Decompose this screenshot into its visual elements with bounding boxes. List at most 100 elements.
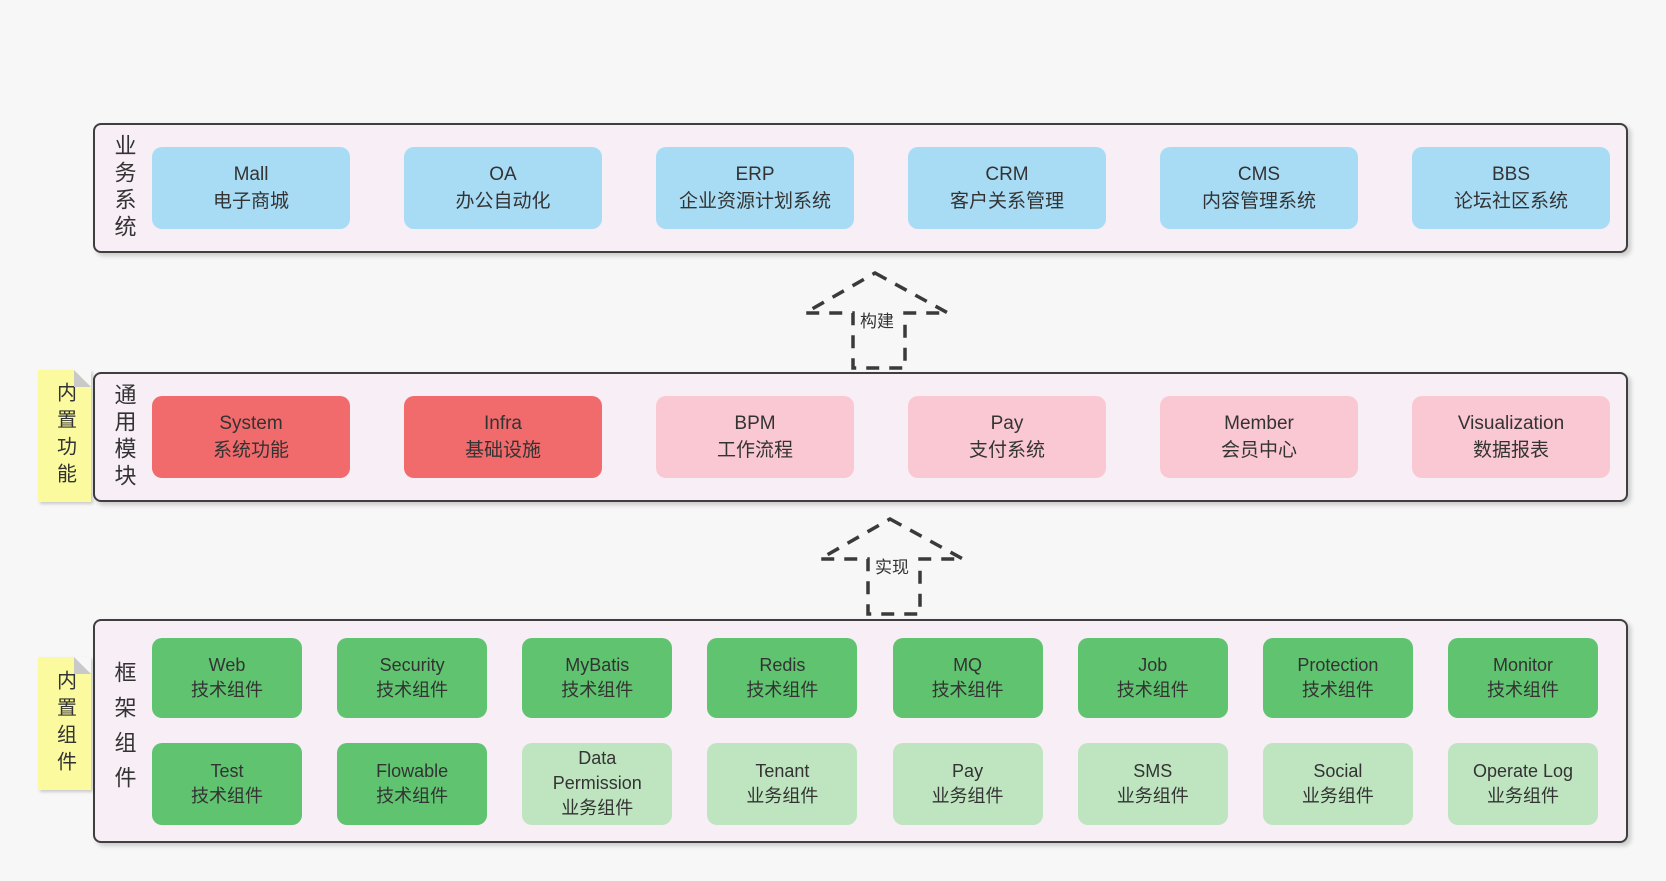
- box-bpm: BPM 工作流程: [656, 396, 854, 478]
- box-subtitle: 技术组件: [1486, 679, 1559, 700]
- box-subtitle: 业务组件: [1116, 785, 1189, 806]
- box-title: CMS: [1237, 164, 1281, 185]
- box-subtitle: 技术组件: [191, 785, 263, 806]
- box-subtitle: 业务组件: [561, 798, 634, 818]
- sticky-fold-icon: [74, 370, 91, 387]
- box-visualization: Visualization 数据报表: [1412, 396, 1610, 478]
- box-title: MQ: [953, 654, 983, 675]
- layer-business-label: 业务系统: [111, 134, 137, 242]
- layer-framework-components: 框架组件 Web 技术组件 Security 技术组件 MyBatis 技术组件…: [93, 619, 1628, 843]
- box-title: CRM: [985, 164, 1029, 185]
- box-title: Test: [210, 760, 244, 781]
- box-tenant: Tenant 业务组件: [707, 742, 858, 825]
- box-job: Job 技术组件: [1077, 637, 1228, 718]
- arrow-implement: 实现: [818, 515, 966, 616]
- box-social: Social 业务组件: [1262, 742, 1413, 825]
- box-data-permission: Data Permission 业务组件: [522, 742, 673, 825]
- box-subtitle: 业务组件: [1301, 785, 1374, 806]
- layer-common-modules: 通用模块 System 系统功能 Infra 基础设施 BPM 工作流程 Pay…: [93, 372, 1628, 502]
- box-title: MyBatis: [565, 654, 630, 675]
- sticky-note-builtin-components: 内置组件: [38, 657, 91, 790]
- box-subtitle: 支付系统: [968, 440, 1045, 461]
- box-title: Web: [208, 654, 246, 675]
- box-title: Social: [1313, 760, 1363, 781]
- dashed-up-arrow-icon: [803, 270, 949, 370]
- framework-row-2: Test 技术组件 Flowable 技术组件 Data Permission …: [152, 742, 1598, 825]
- box-erp: ERP 企业资源计划系统: [656, 147, 854, 229]
- box-redis: Redis 技术组件: [707, 637, 858, 718]
- box-subtitle: 业务组件: [746, 785, 819, 806]
- box-title: BBS: [1491, 164, 1531, 185]
- box-title: Mall: [233, 164, 269, 185]
- box-infra: Infra 基础设施: [404, 396, 602, 478]
- box-title: OA: [489, 164, 517, 185]
- sticky-fold-icon: [74, 657, 91, 674]
- box-test: Test 技术组件: [152, 742, 302, 825]
- box-subtitle: 基础设施: [464, 440, 541, 461]
- arrow-build-label: 构建: [857, 307, 897, 332]
- box-pay: Pay 支付系统: [908, 396, 1106, 478]
- box-flowable: Flowable 技术组件: [337, 742, 488, 825]
- box-web: Web 技术组件: [152, 637, 302, 718]
- box-title: Redis: [759, 654, 806, 675]
- box-subtitle: 企业资源计划系统: [678, 191, 831, 212]
- layer-modules-label-column: 通用模块: [95, 374, 152, 500]
- box-mall: Mall 电子商城: [152, 147, 350, 229]
- sticky-note-builtin-features: 内置功能: [38, 370, 91, 502]
- box-subtitle: 技术组件: [376, 679, 449, 700]
- box-bbs: BBS 论坛社区系统: [1412, 147, 1610, 229]
- layer-framework-label: 框架组件: [111, 661, 137, 801]
- box-title: BPM: [734, 413, 776, 434]
- box-subtitle: 技术组件: [1301, 679, 1374, 700]
- layer-business-label-column: 业务系统: [95, 125, 152, 251]
- box-cms: CMS 内容管理系统: [1160, 147, 1358, 229]
- box-subtitle: 系统功能: [212, 440, 289, 461]
- sticky-note-label: 内置功能: [53, 382, 76, 490]
- box-title: Job: [1138, 654, 1168, 675]
- box-subtitle: 论坛社区系统: [1453, 191, 1568, 212]
- box-subtitle: 技术组件: [746, 679, 819, 700]
- box-oa: OA 办公自动化: [404, 147, 602, 229]
- sticky-note-label: 内置组件: [53, 669, 76, 778]
- box-member: Member 会员中心: [1160, 396, 1358, 478]
- framework-boxes-grid: Web 技术组件 Security 技术组件 MyBatis 技术组件 Redi…: [152, 621, 1626, 841]
- box-pay-biz: Pay 业务组件: [892, 742, 1043, 825]
- box-mq: MQ 技术组件: [892, 637, 1043, 718]
- box-subtitle: 技术组件: [1116, 679, 1189, 700]
- business-boxes-row: Mall 电子商城 OA 办公自动化 ERP 企业资源计划系统 CRM 客户关系…: [152, 125, 1626, 251]
- box-subtitle: 业务组件: [1486, 785, 1559, 806]
- dashed-up-arrow-icon: [818, 516, 964, 616]
- box-mybatis: MyBatis 技术组件: [522, 637, 673, 718]
- box-monitor: Monitor 技术组件: [1447, 637, 1598, 718]
- box-subtitle: 电子商城: [212, 191, 289, 212]
- box-title: Member: [1224, 413, 1294, 434]
- box-subtitle: 工作流程: [716, 440, 793, 461]
- box-title: Visualization: [1457, 413, 1565, 434]
- arrow-implement-label: 实现: [872, 553, 912, 578]
- box-title: Pay: [952, 760, 984, 781]
- box-subtitle: 技术组件: [191, 679, 263, 700]
- box-sms: SMS 业务组件: [1077, 742, 1228, 825]
- box-title: ERP: [735, 164, 775, 185]
- layer-framework-label-column: 框架组件: [95, 621, 152, 841]
- box-title: Data Permission: [552, 748, 642, 793]
- box-title: System: [219, 413, 283, 434]
- box-crm: CRM 客户关系管理: [908, 147, 1106, 229]
- box-title: Security: [379, 654, 445, 675]
- box-subtitle: 客户关系管理: [949, 191, 1064, 212]
- layer-modules-label: 通用模块: [111, 383, 137, 491]
- box-subtitle: 技术组件: [561, 679, 634, 700]
- box-protection: Protection 技术组件: [1262, 637, 1413, 718]
- box-title: Tenant: [755, 760, 810, 781]
- box-subtitle: 技术组件: [376, 785, 449, 806]
- modules-boxes-row: System 系统功能 Infra 基础设施 BPM 工作流程 Pay 支付系统…: [152, 374, 1626, 500]
- arrow-build: 构建: [803, 269, 951, 370]
- box-system: System 系统功能: [152, 396, 350, 478]
- box-title: SMS: [1133, 760, 1173, 781]
- box-subtitle: 会员中心: [1220, 440, 1297, 461]
- box-title: Protection: [1297, 654, 1379, 675]
- box-operate-log: Operate Log 业务组件: [1447, 742, 1598, 825]
- box-title: Infra: [483, 413, 523, 434]
- box-subtitle: 内容管理系统: [1201, 191, 1316, 212]
